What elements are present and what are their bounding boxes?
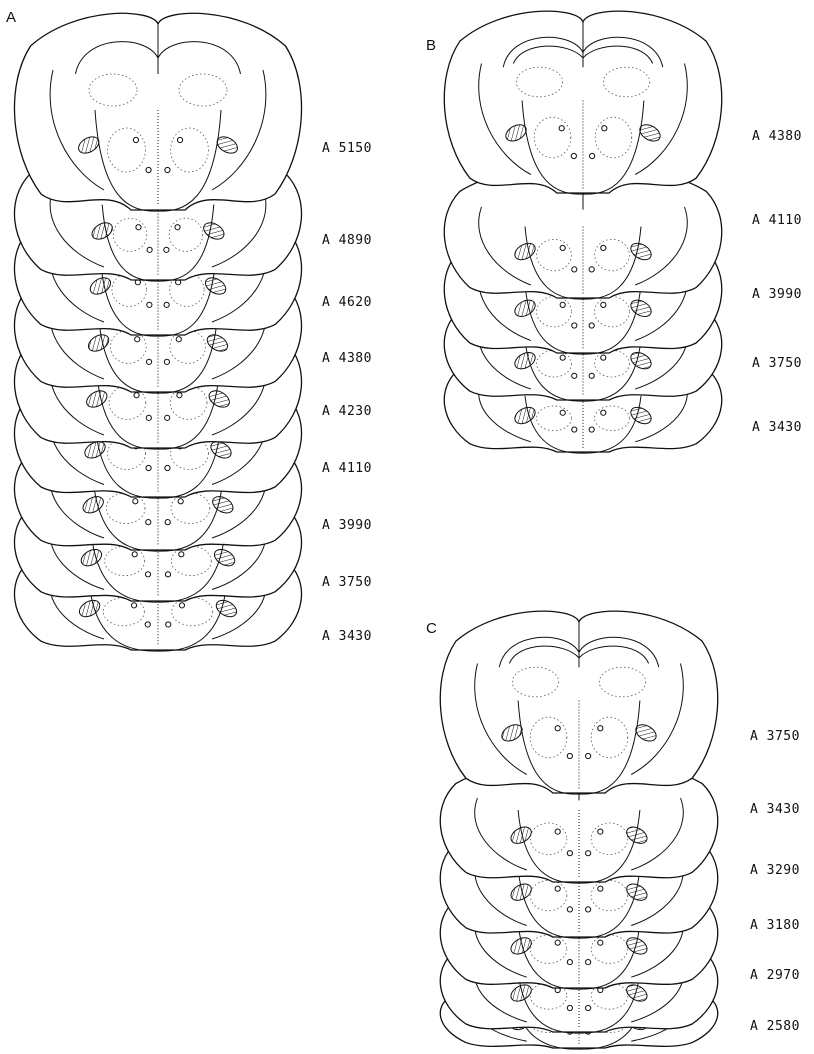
section-label-b-4: A 3750: [752, 356, 802, 371]
section-label-a-5: A 4230: [322, 404, 372, 419]
section-label-c-4: A 3180: [750, 918, 800, 933]
section-label-b-2: A 4110: [752, 213, 802, 228]
panel-a-sections: [14, 13, 301, 651]
panel-c: C A 3750 A 3430 A 3290 A 3180 A 2970 A 2…: [426, 611, 800, 1049]
section-label-c-1: A 3750: [750, 729, 800, 744]
panel-a-labels: A 5150 A 4890 A 4620 A 4380 A 4230 A 411…: [322, 141, 372, 644]
section-label-b-5: A 3430: [752, 420, 802, 435]
section-label-a-1: A 5150: [322, 141, 372, 156]
section-label-c-3: A 3290: [750, 863, 800, 878]
section-label-c-2: A 3430: [750, 802, 800, 817]
section-label-a-7: A 3990: [322, 518, 372, 533]
section-b-1: [444, 11, 721, 194]
section-label-c-6: A 2580: [750, 1019, 800, 1034]
panel-c-sections: [440, 611, 717, 1049]
panel-b-sections: [444, 11, 721, 453]
panel-b-labels: A 4380 A 4110 A 3990 A 3750 A 3430: [752, 129, 802, 435]
section-a-1: [14, 13, 301, 211]
panel-b-letter: B: [426, 37, 436, 54]
section-label-a-3: A 4620: [322, 295, 372, 310]
section-label-a-8: A 3750: [322, 575, 372, 590]
panel-c-labels: A 3750 A 3430 A 3290 A 3180 A 2970 A 258…: [750, 729, 800, 1034]
section-label-b-3: A 3990: [752, 287, 802, 302]
panel-b: B A 4380 A 4110 A 3990 A 3750 A 3430: [426, 11, 802, 453]
panel-c-letter: C: [426, 620, 437, 637]
section-label-c-5: A 2970: [750, 968, 800, 983]
section-label-a-4: A 4380: [322, 351, 372, 366]
section-label-a-2: A 4890: [322, 233, 372, 248]
section-label-a-9: A 3430: [322, 629, 372, 644]
section-label-b-1: A 4380: [752, 129, 802, 144]
section-label-a-6: A 4110: [322, 461, 372, 476]
panel-a-letter: A: [6, 9, 16, 26]
panel-a: A A 5150 A 4890 A 4620 A 4380 A 4230 A 4…: [6, 9, 372, 651]
section-c-1: [440, 611, 717, 794]
